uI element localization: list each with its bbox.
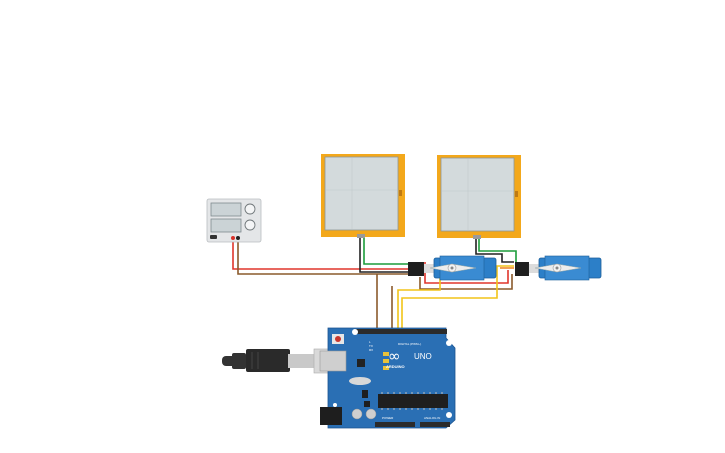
digital-label: DIGITAL (PWM~) — [398, 342, 421, 346]
arduino-uno[interactable]: ∞ ARDUINO UNO TX RX L DIGITAL (PWM~) POW… — [319, 327, 456, 429]
terminal-negative-icon[interactable] — [236, 236, 240, 240]
wire-green-sensor1[interactable] — [363, 238, 412, 265]
wire-yellow-junction2[interactable] — [496, 265, 514, 276]
power-header[interactable] — [375, 422, 415, 427]
force-sensor-2-pad[interactable] — [440, 157, 515, 232]
wire-yellow-arduino-1[interactable] — [397, 278, 441, 332]
force-sensor-2[interactable] — [437, 155, 521, 239]
power-supply[interactable] — [206, 198, 262, 243]
rx-label: RX — [369, 348, 373, 352]
wires — [232, 238, 517, 332]
wire-red-power[interactable] — [232, 240, 420, 270]
wire-black-sensor2[interactable] — [475, 238, 514, 263]
terminal-positive-icon[interactable] — [231, 236, 235, 240]
power-jack[interactable] — [320, 407, 342, 425]
force-sensor-1-pins — [357, 234, 365, 238]
atmega-chip — [378, 394, 448, 408]
power-supply-display-current — [210, 218, 242, 233]
power-switch-icon[interactable] — [210, 235, 217, 239]
voltage-knob-icon[interactable] — [244, 203, 256, 215]
servo-1-connector[interactable] — [409, 262, 423, 276]
arduino-model: UNO — [414, 352, 432, 361]
force-sensor-1[interactable] — [321, 154, 405, 238]
power-label: POWER — [382, 416, 394, 420]
arduino-logo-icon: ∞ — [388, 347, 401, 365]
servo-2-connector[interactable] — [515, 262, 528, 276]
wire-brown-bridge[interactable] — [419, 274, 513, 290]
tx-label: TX — [369, 344, 373, 348]
servo-2[interactable] — [515, 255, 602, 281]
analog-label: ANALOG IN — [424, 416, 440, 420]
force-sensor-1-pad[interactable] — [324, 156, 399, 231]
force-sensor-2-pins — [473, 235, 481, 239]
analog-header[interactable] — [420, 422, 450, 427]
wire-black-sensor1[interactable] — [359, 238, 412, 273]
wire-green-sensor2[interactable] — [478, 238, 517, 262]
digital-header[interactable] — [355, 329, 447, 334]
wire-brown-power[interactable] — [237, 240, 412, 275]
arduino-brand: ARDUINO — [386, 364, 405, 369]
l-label: L — [369, 340, 371, 344]
current-knob-icon[interactable] — [244, 219, 256, 231]
wire-yellow-arduino-2[interactable] — [401, 276, 498, 332]
power-supply-display-voltage — [210, 202, 242, 217]
